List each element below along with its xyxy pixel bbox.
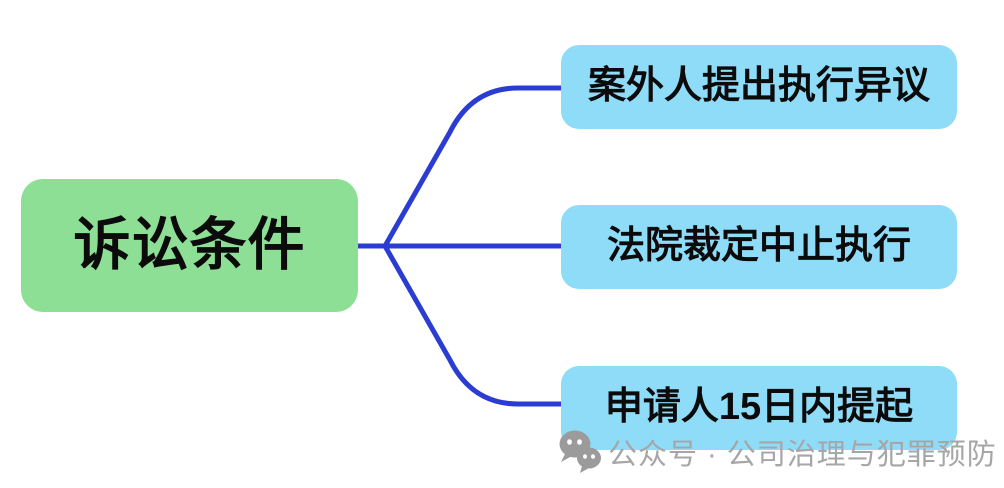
connector-top xyxy=(382,85,562,248)
connector-bottom xyxy=(382,244,562,407)
branch-node-2[interactable]: 法院裁定中止执行 xyxy=(561,205,957,289)
root-node-label: 诉讼条件 xyxy=(73,213,306,278)
branch-node-2-label: 法院裁定中止执行 xyxy=(606,225,911,268)
branch-node-1-label: 案外人提出执行异议 xyxy=(587,65,930,108)
branch-node-3[interactable]: 申请人15日内提起 xyxy=(561,366,957,450)
watermark-text: 公众号 · 公司治理与犯罪预防 xyxy=(608,439,997,471)
branch-node-3-label: 申请人15日内提起 xyxy=(604,386,914,429)
watermark: 公众号 · 公司治理与犯罪预防 xyxy=(552,427,997,477)
wechat-icon xyxy=(559,430,601,473)
branch-node-1[interactable]: 案外人提出执行异议 xyxy=(561,45,957,129)
root-node[interactable]: 诉讼条件 xyxy=(21,179,358,312)
